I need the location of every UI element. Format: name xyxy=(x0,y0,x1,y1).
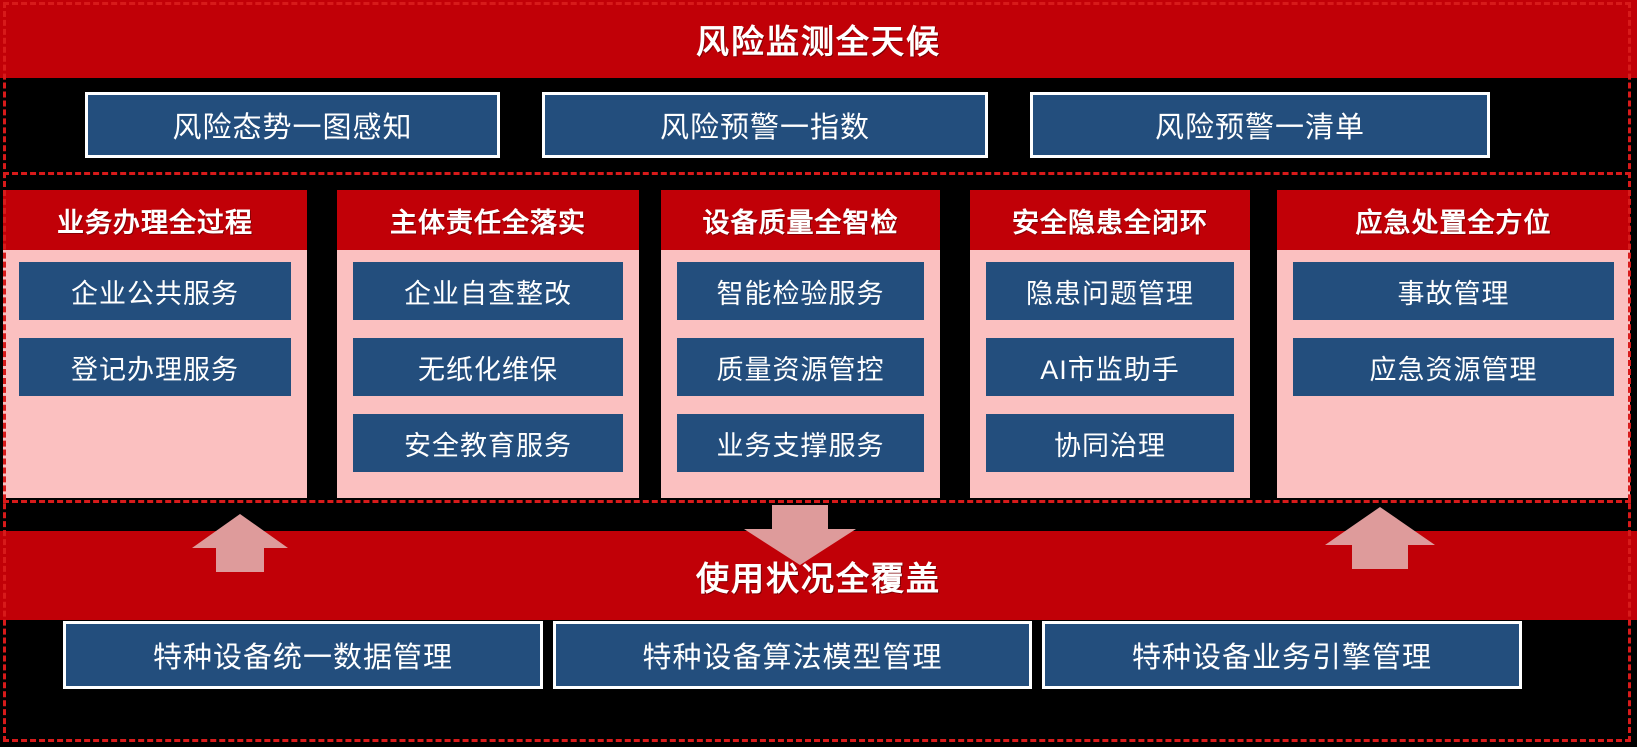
top-box-risk-situation[interactable]: 风险态势一图感知 xyxy=(85,92,500,158)
pillar-item[interactable]: 企业公共服务 xyxy=(19,262,291,320)
top-banner-title: 风险监测全天候 xyxy=(696,23,941,60)
pillar-entity-responsibility: 主体责任全落实 企业自查整改 无纸化维保 安全教育服务 xyxy=(337,190,639,498)
pillar-item[interactable]: 登记办理服务 xyxy=(19,338,291,396)
pillar-item[interactable]: 智能检验服务 xyxy=(677,262,924,320)
divider-dashed-top xyxy=(3,172,1631,175)
bottom-box-algorithm-model[interactable]: 特种设备算法模型管理 xyxy=(553,621,1032,689)
pillar-header-safety-hazard: 安全隐患全闭环 xyxy=(970,190,1250,250)
pillar-body-emergency-response: 事故管理 应急资源管理 xyxy=(1277,250,1630,498)
pillar-header-equipment-quality: 设备质量全智检 xyxy=(661,190,940,250)
pillar-item[interactable]: AI市监助手 xyxy=(986,338,1234,396)
pillar-body-entity-responsibility: 企业自查整改 无纸化维保 安全教育服务 xyxy=(337,250,639,498)
pillar-item[interactable]: 质量资源管控 xyxy=(677,338,924,396)
pillar-group: 业务办理全过程 企业公共服务 登记办理服务 主体责任全落实 企业自查整改 无纸化… xyxy=(0,190,1637,498)
pillar-header-emergency-response: 应急处置全方位 xyxy=(1277,190,1630,250)
pillar-header-entity-responsibility: 主体责任全落实 xyxy=(337,190,639,250)
pillar-body-safety-hazard: 隐患问题管理 AI市监助手 协同治理 xyxy=(970,250,1250,498)
pillar-header-business-process: 业务办理全过程 xyxy=(3,190,307,250)
pillar-item[interactable]: 事故管理 xyxy=(1293,262,1614,320)
pillar-equipment-quality: 设备质量全智检 智能检验服务 质量资源管控 业务支撑服务 xyxy=(661,190,940,498)
pillar-emergency-response: 应急处置全方位 事故管理 应急资源管理 xyxy=(1277,190,1630,498)
arrow-down-center-icon xyxy=(740,505,860,567)
pillar-item[interactable]: 企业自查整改 xyxy=(353,262,623,320)
pillar-item[interactable]: 安全教育服务 xyxy=(353,414,623,472)
bottom-box-business-engine[interactable]: 特种设备业务引擎管理 xyxy=(1042,621,1522,689)
pillar-body-equipment-quality: 智能检验服务 质量资源管控 业务支撑服务 xyxy=(661,250,940,498)
pillar-item[interactable]: 协同治理 xyxy=(986,414,1234,472)
top-box-risk-warning-index[interactable]: 风险预警一指数 xyxy=(542,92,988,158)
arrow-up-right-icon xyxy=(1323,505,1437,569)
pillar-body-business-process: 企业公共服务 登记办理服务 xyxy=(3,250,307,498)
top-banner: 风险监测全天候 xyxy=(0,0,1637,78)
pillar-item[interactable]: 应急资源管理 xyxy=(1293,338,1614,396)
bottom-box-unified-data[interactable]: 特种设备统一数据管理 xyxy=(63,621,543,689)
top-row: 风险态势一图感知 风险预警一指数 风险预警一清单 xyxy=(0,92,1637,158)
bottom-banner-title: 使用状况全覆盖 xyxy=(696,559,941,597)
pillar-safety-hazard: 安全隐患全闭环 隐患问题管理 AI市监助手 协同治理 xyxy=(970,190,1250,498)
arrow-up-left-icon xyxy=(190,512,290,572)
divider-dashed-bottom xyxy=(3,500,1631,503)
pillar-item[interactable]: 隐患问题管理 xyxy=(986,262,1234,320)
pillar-item[interactable]: 业务支撑服务 xyxy=(677,414,924,472)
top-box-risk-warning-list[interactable]: 风险预警一清单 xyxy=(1030,92,1490,158)
bottom-row: 特种设备统一数据管理 特种设备算法模型管理 特种设备业务引擎管理 xyxy=(0,621,1637,689)
pillar-item[interactable]: 无纸化维保 xyxy=(353,338,623,396)
pillar-business-process: 业务办理全过程 企业公共服务 登记办理服务 xyxy=(3,190,307,498)
